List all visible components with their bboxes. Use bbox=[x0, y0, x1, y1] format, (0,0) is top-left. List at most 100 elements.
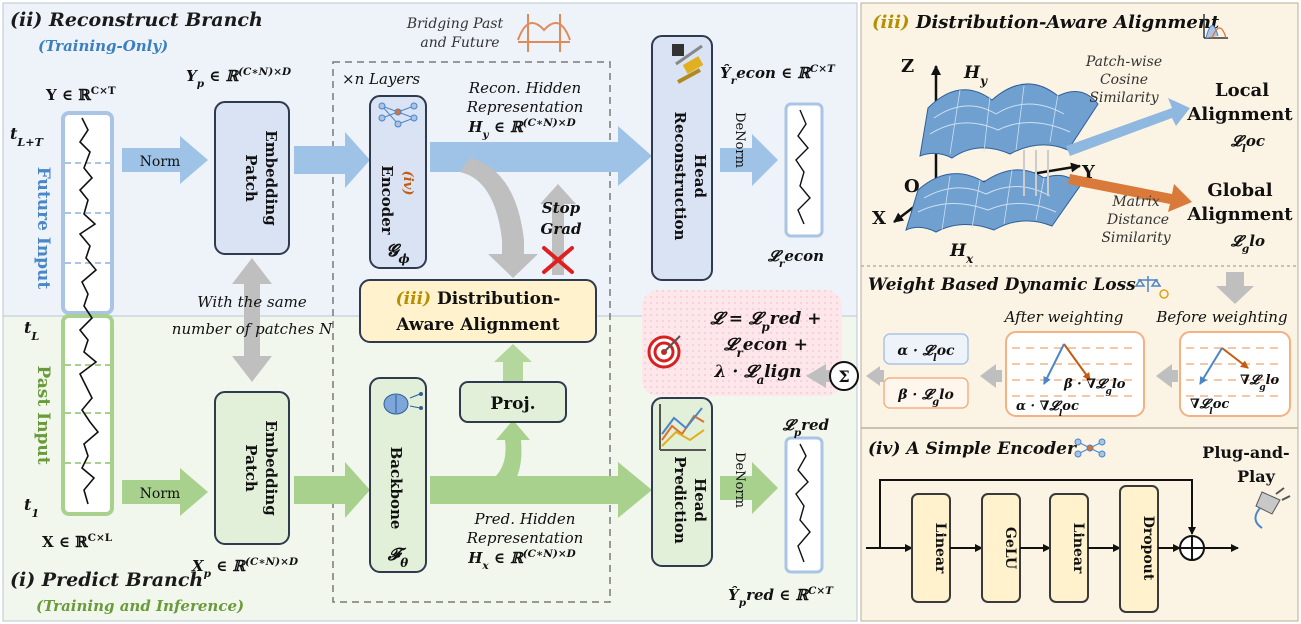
same-patch-double-arrow bbox=[232, 258, 272, 382]
proj-label: Proj. bbox=[490, 394, 535, 414]
after-weighting-label: After weighting bbox=[1003, 308, 1124, 326]
alignment-title-text: Distribution-Aware Alignment bbox=[915, 12, 1220, 33]
plug-and-play-2: Play bbox=[1237, 467, 1275, 486]
green-flow-arrow-1 bbox=[294, 462, 370, 518]
patch-cos-3: Similarity bbox=[1089, 90, 1159, 106]
x-axis-label: X bbox=[872, 208, 886, 229]
weights-to-sigma-arrow bbox=[866, 366, 884, 386]
xp-label: Xp ∈ ℝ(C∗N)×D bbox=[191, 556, 299, 580]
total-loss-line3: λ · 𝓛align bbox=[714, 362, 802, 387]
t-L-label: tL bbox=[24, 318, 39, 343]
alignment-title-tag: (iii) bbox=[872, 12, 910, 33]
alignment-title: (iii) Distribution-Aware Alignment bbox=[872, 12, 1220, 33]
matrix-dist-1: Matrix bbox=[1111, 194, 1159, 210]
denorm-arrow-top bbox=[720, 134, 778, 186]
prediction-head-label-1: Prediction bbox=[671, 456, 689, 544]
matrix-dist-3: Similarity bbox=[1101, 230, 1171, 246]
gelu-block-label: GeLU bbox=[1002, 527, 1018, 569]
backbone-box bbox=[369, 377, 427, 573]
local-alignment-arrow bbox=[1066, 98, 1190, 156]
t-top-label: tL+T bbox=[10, 124, 44, 149]
norm-arrow-top bbox=[122, 136, 208, 184]
pred-hidden-label-1: Pred. Hidden bbox=[474, 510, 576, 528]
matrix-dist-2: Distance bbox=[1106, 212, 1169, 228]
encoder-symbol: 𝓖ϕ bbox=[386, 241, 409, 266]
patch-embedding-top-label-2: Embedding bbox=[262, 130, 280, 226]
sigma-label: Σ bbox=[838, 367, 849, 386]
reconstruction-head-label-1: Reconstruction bbox=[671, 112, 689, 241]
t-1-label: t1 bbox=[24, 495, 39, 520]
before-to-after-arrow bbox=[1156, 364, 1178, 388]
recon-hidden-label-2: Representation bbox=[466, 98, 584, 116]
yp-label: Yp ∈ ℝ(C∗N)×D bbox=[186, 66, 292, 90]
patch-embedding-bottom bbox=[214, 391, 290, 545]
green-to-proj-arrow bbox=[470, 420, 530, 504]
layers-frame bbox=[332, 61, 611, 603]
encoder-tag: (iv) bbox=[400, 171, 415, 196]
daa-text-1: Distribution- bbox=[437, 289, 560, 309]
skip-connection bbox=[879, 479, 1196, 548]
y-recon-label: Ŷrecon ∈ ℝC×T bbox=[720, 63, 836, 87]
distribution-aware-alignment-box bbox=[359, 279, 597, 343]
same-patch-label-1: With the same bbox=[197, 293, 307, 311]
bridge-label-1: Bridging Past bbox=[406, 16, 504, 32]
y-input-label: Y ∈ ℝC×T bbox=[45, 85, 116, 104]
grad-loc-before: ∇𝓛loc bbox=[1190, 397, 1229, 417]
reconstruct-branch-subtitle: (Training-Only) bbox=[38, 37, 168, 55]
distribution-icon bbox=[1203, 14, 1228, 39]
proj-box bbox=[459, 381, 567, 423]
grad-glo-before: ∇𝓛glo bbox=[1240, 373, 1280, 393]
encoder-label: Encoder bbox=[378, 165, 396, 236]
stop-grad-cross-icon bbox=[542, 246, 574, 274]
stop-grad-label-2: Grad bbox=[541, 220, 582, 238]
y-pred-label: Ŷpred ∈ ℝC×T bbox=[728, 585, 834, 609]
norm-label-top: Norm bbox=[140, 154, 181, 170]
stop-grad-label-1: Stop bbox=[542, 199, 581, 217]
alpha-loc-box bbox=[883, 333, 969, 365]
proj-to-daa-arrow bbox=[494, 344, 532, 382]
reconstruction-head bbox=[651, 35, 713, 281]
recon-output-series bbox=[795, 109, 811, 225]
hy-surface bbox=[919, 83, 1099, 159]
predict-branch-subtitle: (Training and Inference) bbox=[36, 597, 244, 615]
reconstruct-branch-title: (ii) Reconstruct Branch bbox=[10, 9, 263, 31]
patch-embedding-bottom-label-2: Embedding bbox=[262, 420, 280, 516]
plug-icon bbox=[1254, 487, 1291, 529]
down-arrow-to-before bbox=[1216, 272, 1254, 304]
green-flow-arrow-2 bbox=[430, 462, 652, 518]
after-to-weights-arrow bbox=[980, 364, 1002, 388]
norm-arrow-bottom bbox=[122, 468, 208, 516]
global-alignment-label-1: Global bbox=[1207, 180, 1272, 201]
same-patch-label-2: number of patches N bbox=[172, 320, 333, 338]
simple-encoder-title: (iv) A Simple Encoder bbox=[868, 439, 1077, 459]
hx-label: Hx ∈ ℝ(C∗N)×D bbox=[467, 548, 576, 572]
global-alignment-arrow bbox=[1068, 174, 1192, 212]
local-alignment-label-2: Alignment bbox=[1186, 104, 1293, 125]
future-input-axis-label: Future Input bbox=[33, 167, 53, 290]
dynamic-loss-title: Weight Based Dynamic Loss bbox=[868, 275, 1136, 295]
recon-hidden-label-1: Recon. Hidden bbox=[468, 79, 581, 97]
layers-label: ×n Layers bbox=[342, 70, 420, 88]
daa-tag: (iii) bbox=[396, 289, 431, 309]
patch-embedding-bottom-label-1: Patch bbox=[242, 444, 260, 492]
scale-icon bbox=[1134, 276, 1169, 299]
dropout-block-label: Dropout bbox=[1140, 516, 1156, 581]
bridge-label-2: and Future bbox=[420, 35, 499, 51]
denorm-label-bottom: DeNorm bbox=[732, 452, 747, 508]
grad-beta-after: β · ∇𝓛glo bbox=[1063, 377, 1126, 397]
backbone-brain-icon bbox=[383, 392, 423, 415]
recon-output-strip bbox=[784, 102, 824, 238]
bridge-icon bbox=[517, 14, 571, 52]
linear-block-1-label: Linear bbox=[932, 523, 948, 574]
encoder-blocks: Linear GeLU Linear Dropout bbox=[911, 485, 1181, 613]
daa-label-line2: Aware Alignment bbox=[395, 315, 559, 335]
past-input-strip bbox=[61, 314, 114, 516]
beta-glo-label: β · 𝓛glo bbox=[897, 387, 954, 408]
hx-label-3d: Hx bbox=[949, 241, 974, 266]
patch-cos-2: Cosine bbox=[1100, 72, 1148, 88]
loss-pred-label: 𝓛pred bbox=[782, 416, 830, 439]
global-alignment-label-2: Alignment bbox=[1186, 204, 1293, 225]
hy-label: Hy ∈ ℝ(C∗N)×D bbox=[467, 117, 576, 141]
